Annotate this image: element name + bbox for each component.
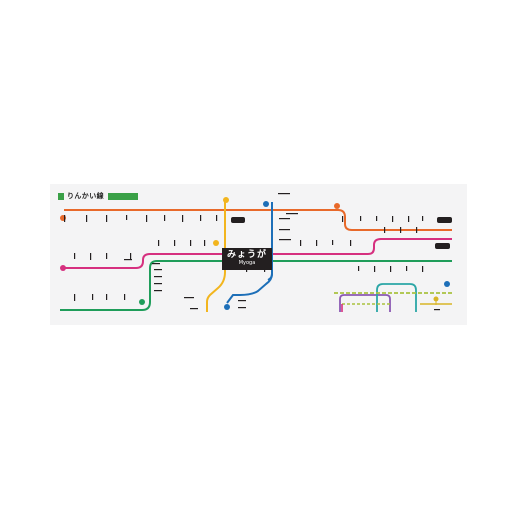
route-map-panel: りんかい線 <box>50 184 467 325</box>
station-marker-gold-stem <box>435 299 437 305</box>
line-purple[interactable] <box>339 294 391 312</box>
badge-magenta[interactable] <box>60 265 66 271</box>
badge-orange-right[interactable] <box>334 203 340 209</box>
transfer-badge-right-mid[interactable] <box>435 243 450 249</box>
line-orange[interactable] <box>64 209 452 231</box>
hub-station-myoga[interactable]: みょうが Myoga <box>222 248 272 270</box>
line-yellow[interactable] <box>206 202 226 312</box>
line-green[interactable] <box>60 260 452 311</box>
transfer-badge-icon[interactable] <box>231 217 245 223</box>
badge-blue[interactable] <box>263 201 269 207</box>
route-map <box>60 193 452 312</box>
logo-text: りんかい線 <box>67 192 104 200</box>
station-labels-middle <box>74 227 418 292</box>
hub-station-name: みょうが <box>226 250 267 260</box>
transfer-badge-right-top[interactable] <box>437 217 452 223</box>
badge-blue-right[interactable] <box>444 281 450 287</box>
badge-green[interactable] <box>139 299 145 305</box>
station-labels-top <box>64 193 424 241</box>
station-labels-lower <box>74 266 440 311</box>
map-logo: りんかい線 <box>58 192 138 201</box>
hub-station-romaji: Myoga <box>238 260 256 266</box>
logo-mark-icon <box>58 193 64 200</box>
line-teal[interactable] <box>376 283 417 312</box>
badge-yellow-mid[interactable] <box>213 240 219 246</box>
badge-yellow-top[interactable] <box>223 197 229 203</box>
line-blue-extension[interactable] <box>267 273 273 281</box>
badge-blue-bottom[interactable] <box>224 304 230 310</box>
logo-bar <box>108 193 138 200</box>
